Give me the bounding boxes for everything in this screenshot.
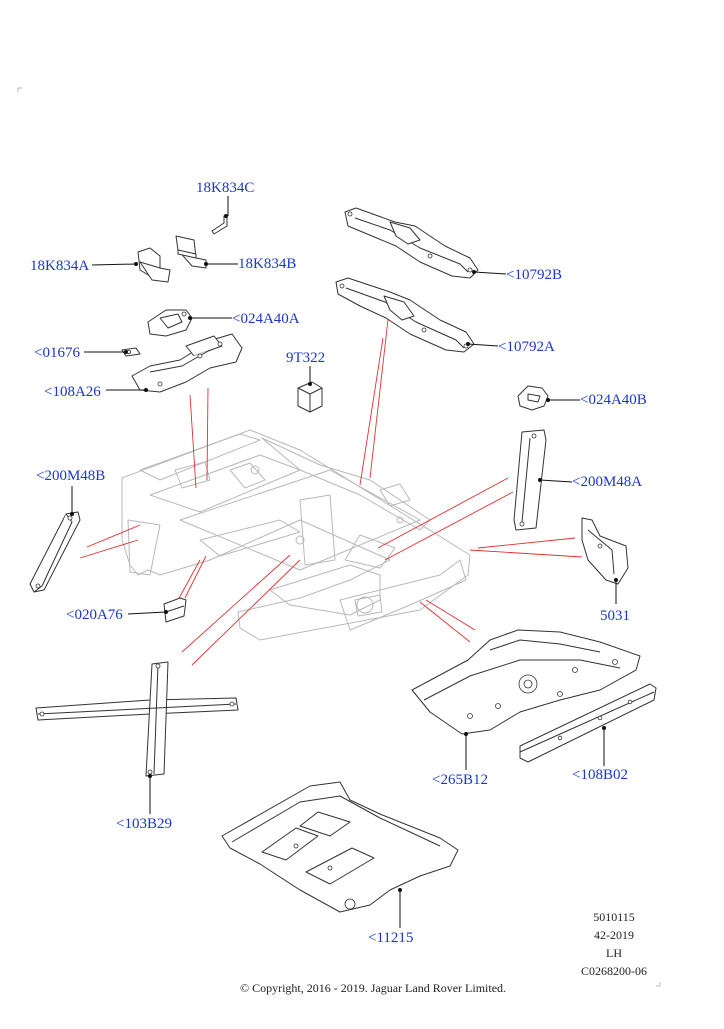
callout-108A26[interactable]: <108A26 bbox=[44, 384, 101, 400]
part-024A40A bbox=[147, 309, 193, 337]
crop-mark-bottom-right bbox=[656, 982, 661, 987]
copyright-notice: © Copyright, 2016 - 2019. Jaguar Land Ro… bbox=[239, 981, 507, 995]
part-108B02 bbox=[519, 683, 657, 763]
part-103B29 bbox=[35, 661, 239, 777]
callout-10792A[interactable]: <10792A bbox=[498, 339, 555, 355]
leader-lines bbox=[70, 196, 618, 928]
crop-mark-top-left bbox=[17, 87, 22, 92]
underbody-frame-assembly bbox=[121, 429, 471, 641]
part-200M48B bbox=[29, 511, 81, 593]
callout-265B12[interactable]: <265B12 bbox=[432, 772, 488, 788]
part-18K834A bbox=[137, 247, 171, 283]
reference-illustration-id: C0268200-06 bbox=[581, 964, 647, 978]
part-265B12 bbox=[411, 629, 641, 735]
reference-code-1: 5010115 bbox=[593, 910, 635, 924]
reference-code-2: 42-2019 bbox=[594, 928, 634, 942]
part-18K834C bbox=[211, 214, 228, 235]
part-9T322 bbox=[297, 381, 323, 413]
part-200M48A bbox=[513, 429, 547, 531]
callout-18K834B[interactable]: 18K834B bbox=[238, 256, 297, 272]
callout-9T322[interactable]: 9T322 bbox=[286, 350, 326, 366]
callout-024A40B[interactable]: <024A40B bbox=[580, 392, 647, 408]
reference-side: LH bbox=[606, 946, 622, 960]
callout-020A76[interactable]: <020A76 bbox=[66, 607, 123, 623]
pointer-lines bbox=[79, 301, 583, 666]
part-020A76 bbox=[163, 597, 187, 623]
callout-18K834A[interactable]: 18K834A bbox=[30, 258, 90, 274]
callout-103B29[interactable]: <103B29 bbox=[116, 816, 172, 832]
callout-024A40A[interactable]: <024A40A bbox=[232, 311, 300, 327]
callout-200M48A[interactable]: <200M48A bbox=[572, 474, 643, 490]
part-11215 bbox=[221, 781, 459, 913]
callout-5031[interactable]: 5031 bbox=[600, 608, 630, 624]
callout-10792B[interactable]: <10792B bbox=[506, 267, 562, 283]
callout-01676[interactable]: <01676 bbox=[34, 345, 80, 361]
part-5031 bbox=[581, 517, 629, 585]
callout-11215[interactable]: <11215 bbox=[368, 930, 414, 946]
part-024A40B bbox=[517, 385, 549, 411]
part-10792B bbox=[344, 207, 479, 279]
callout-18K834C[interactable]: 18K834C bbox=[196, 180, 255, 196]
callout-200M48B[interactable]: <200M48B bbox=[36, 468, 106, 484]
part-10792A bbox=[335, 277, 475, 353]
part-18K834B bbox=[175, 235, 207, 269]
callout-108B02[interactable]: <108B02 bbox=[572, 767, 628, 783]
part-01676 bbox=[121, 347, 141, 357]
part-108A26 bbox=[131, 333, 243, 393]
